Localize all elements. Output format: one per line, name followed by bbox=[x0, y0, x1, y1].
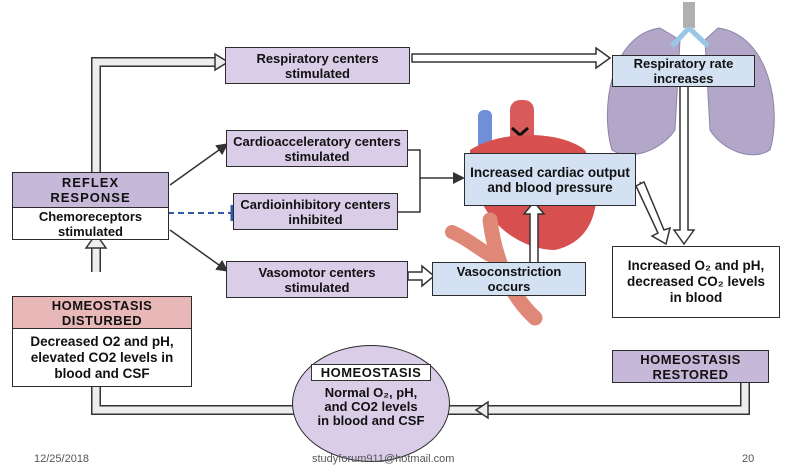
chemoreceptors-text: Chemoreceptors stimulated bbox=[38, 208, 143, 239]
reflex-response-text: REFLEX RESPONSE bbox=[50, 175, 131, 205]
cardioacceleratory-text: Cardioacceleratory centers stimulated bbox=[233, 133, 401, 164]
decreased-o2-box: Decreased O2 and pH, elevated CO2 levels… bbox=[12, 328, 192, 387]
footer-date: 12/25/2018 bbox=[34, 453, 90, 465]
increased-o2-box: Increased O₂ and pH, decreased CO₂ level… bbox=[612, 246, 780, 318]
vasoconstriction-box: Vasoconstriction occurs bbox=[432, 262, 586, 296]
homeostasis-restored-text: HOMEOSTASIS RESTORED bbox=[640, 351, 741, 382]
cardioacceleratory-box: Cardioacceleratory centers stimulated bbox=[226, 130, 408, 167]
respiratory-centers-text: Respiratory centers stimulated bbox=[256, 50, 379, 81]
footer-email: studyforum911@hotmail.com bbox=[312, 453, 455, 465]
cardiac-output-text: Increased cardiac output and blood press… bbox=[470, 164, 630, 195]
hollow-arrows bbox=[407, 46, 696, 288]
homeostasis-restored-box: HOMEOSTASIS RESTORED bbox=[612, 350, 769, 383]
homeostasis-circle: HOMEOSTASIS Normal O₂, pH, and CO2 level… bbox=[292, 345, 450, 462]
footer-page-number: 20 bbox=[742, 453, 755, 465]
respiratory-rate-box: Respiratory rate increases bbox=[612, 55, 755, 87]
vasoconstriction-text: Vasoconstriction occurs bbox=[456, 264, 562, 294]
chemoreceptors-box: Chemoreceptors stimulated bbox=[12, 207, 169, 240]
cardioinhibitory-box: Cardioinhibitory centers inhibited bbox=[233, 193, 398, 230]
homeostasis-body: Normal O₂, pH, and CO2 levels in blood a… bbox=[317, 385, 425, 428]
respiratory-centers-box: Respiratory centers stimulated bbox=[225, 47, 410, 84]
increased-o2-text: Increased O₂ and pH, decreased CO₂ level… bbox=[626, 258, 766, 305]
cardiac-output-box: Increased cardiac output and blood press… bbox=[464, 153, 636, 206]
vasomotor-box: Vasomotor centers stimulated bbox=[226, 261, 408, 298]
respiratory-rate-text: Respiratory rate increases bbox=[633, 56, 734, 86]
homeostasis-disturbed-text: HOMEOSTASIS DISTURBED bbox=[51, 297, 153, 328]
reflex-response-box: REFLEX RESPONSE bbox=[12, 172, 169, 208]
homeostasis-disturbed-box: HOMEOSTASIS DISTURBED bbox=[12, 296, 192, 329]
vasomotor-text: Vasomotor centers stimulated bbox=[258, 264, 376, 295]
decreased-o2-text: Decreased O2 and pH, elevated CO2 levels… bbox=[30, 333, 174, 381]
cardioinhibitory-text: Cardioinhibitory centers inhibited bbox=[240, 196, 391, 227]
homeostasis-title: HOMEOSTASIS bbox=[311, 364, 431, 381]
